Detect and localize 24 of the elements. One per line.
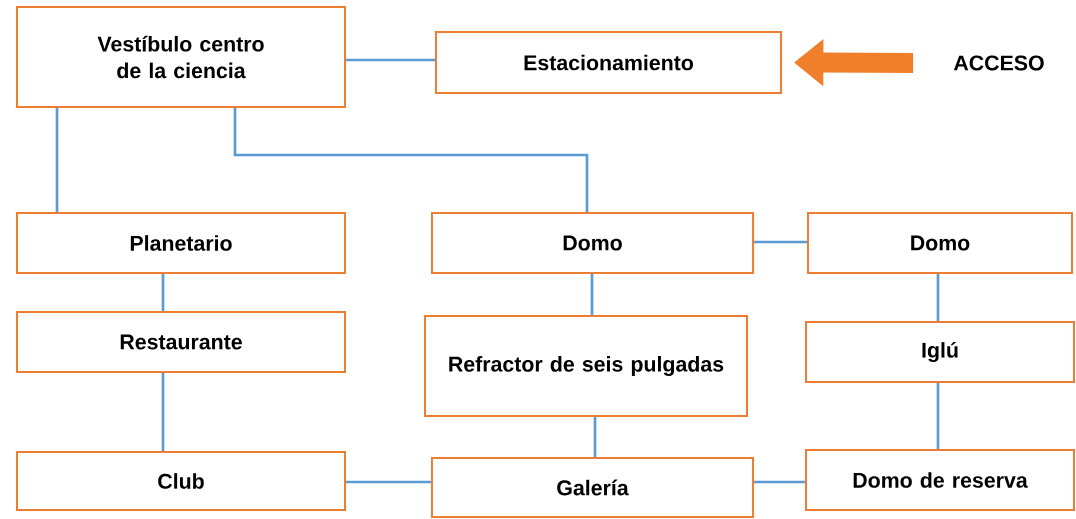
connector-line [346, 58, 435, 62]
connector-line [161, 274, 165, 311]
connector-line [754, 240, 807, 244]
process-box: Domo [430, 212, 755, 274]
process-box: Vestíbulo centro de la ciencia [16, 6, 346, 108]
connector-line [590, 274, 594, 315]
connector-line [233, 108, 589, 212]
connector-line [936, 383, 940, 449]
connector-line [936, 274, 940, 321]
process-box: Domo [807, 212, 1073, 274]
process-box: Restaurante [16, 311, 346, 373]
connector-line [346, 480, 431, 484]
connector-line [754, 480, 805, 484]
connector-line [55, 108, 59, 212]
process-box: Galería [430, 457, 755, 518]
process-box: Planetario [16, 212, 346, 274]
process-box: Estacionamiento [434, 30, 783, 95]
process-box: Club [16, 451, 346, 511]
process-box: Iglú [805, 321, 1075, 383]
connector-line [593, 417, 597, 458]
connector-line [161, 373, 165, 451]
process-box: Domo de reserva [805, 449, 1075, 511]
access-label: ACCESO [953, 55, 1044, 71]
process-box: Refractor de seis pulgadas [424, 315, 748, 417]
